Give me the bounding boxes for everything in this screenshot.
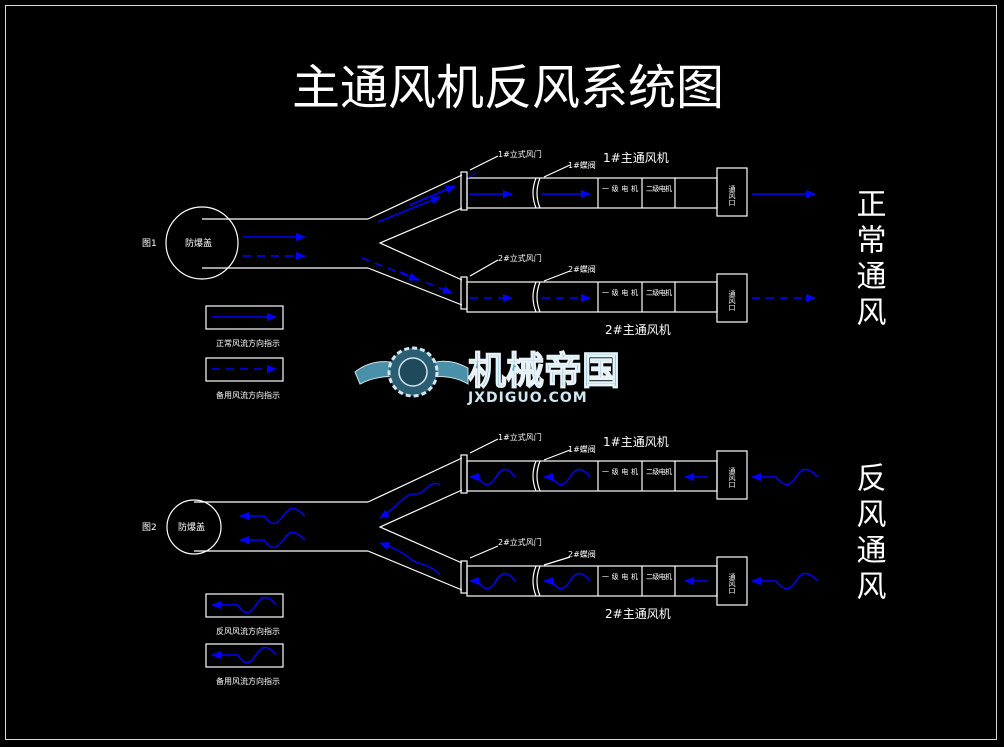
fan3-title: 1#主通风机 — [603, 435, 669, 449]
legend-rev-dashed-box — [205, 643, 284, 668]
fan2-title: 2#主通风机 — [605, 323, 671, 337]
outlet-2 — [716, 273, 748, 323]
motor4b-label: 二级电机 — [646, 572, 672, 581]
valve3-label: 1#蝶阀 — [568, 444, 596, 454]
side-text-reverse: 反风通风 — [851, 462, 886, 606]
motor3b-label: 二级电机 — [646, 467, 672, 476]
watermark-text: 机械帝国 — [468, 349, 620, 393]
shaft-circle — [165, 206, 239, 280]
door-3 — [460, 454, 468, 494]
shaft1-label: 防爆盖 — [185, 237, 212, 249]
outlet-labels-normal: 通风口 通风口 — [728, 184, 736, 311]
motor1b-label: 二级电机 — [646, 184, 672, 193]
reverse-flow-arrows — [211, 468, 819, 664]
outlet1-label: 通风口 — [728, 184, 736, 206]
legend-dashed-label: 备用风流方向指示 — [216, 390, 280, 400]
outlet4-label: 通风口 — [728, 572, 736, 594]
motor2b-label: 二级电机 — [646, 288, 672, 297]
legend-solid-box — [205, 305, 284, 330]
motor2a-label: 一级电机 — [602, 288, 638, 297]
motor4a-label: 一级电机 — [602, 572, 638, 581]
door-1 — [460, 171, 468, 211]
drawing-frame — [5, 5, 997, 740]
fan1-title: 1#主通风机 — [603, 151, 669, 165]
outlet2-label: 通风口 — [728, 289, 736, 311]
normal-section — [165, 155, 748, 382]
legend-solid-label: 正常风流方向指示 — [216, 338, 280, 348]
motor1a-label: 一级电机 — [602, 184, 638, 193]
fig2-label: 图2 — [142, 522, 157, 533]
valve2-label: 2#蝶阀 — [568, 264, 596, 274]
shaft-circle-2 — [166, 499, 222, 555]
legend-dashed-box — [205, 357, 284, 382]
motor3a-label: 一级电机 — [602, 467, 638, 476]
outlet-4 — [716, 556, 748, 606]
door-4 — [460, 560, 468, 594]
door4-label: 2#立式风门 — [498, 537, 542, 547]
fig1-label: 图1 — [142, 238, 157, 249]
valve4-label: 2#蝶阀 — [568, 549, 596, 559]
door1-label: 1#立式风门 — [498, 149, 542, 159]
legend-rev-solid-box — [205, 593, 284, 618]
outlet-3 — [716, 450, 748, 500]
legend-rev-dashed-label: 备用风流方向指示 — [216, 676, 280, 686]
diagram-title: 主通风机反风系统图 — [292, 60, 724, 116]
outlet3-label: 通风口 — [728, 466, 736, 488]
side-text-normal: 正常通风 — [851, 188, 886, 332]
fan4-title: 2#主通风机 — [605, 607, 671, 621]
watermark-sub: JXDIGUO.COM — [467, 390, 588, 406]
door3-label: 1#立式风门 — [498, 432, 542, 442]
valve1-label: 1#蝶阀 — [568, 160, 596, 170]
outlet-1 — [716, 167, 748, 217]
shaft2-label: 防爆盖 — [178, 521, 205, 533]
door2-label: 2#立式风门 — [498, 253, 542, 263]
door-2 — [460, 276, 468, 310]
watermark-logo: 机械帝国 JXDIGUO.COM — [354, 346, 621, 406]
normal-flow-arrows — [212, 172, 816, 373]
reverse-section — [166, 438, 748, 668]
legend-rev-solid-label: 反风风流方向指示 — [216, 626, 280, 636]
